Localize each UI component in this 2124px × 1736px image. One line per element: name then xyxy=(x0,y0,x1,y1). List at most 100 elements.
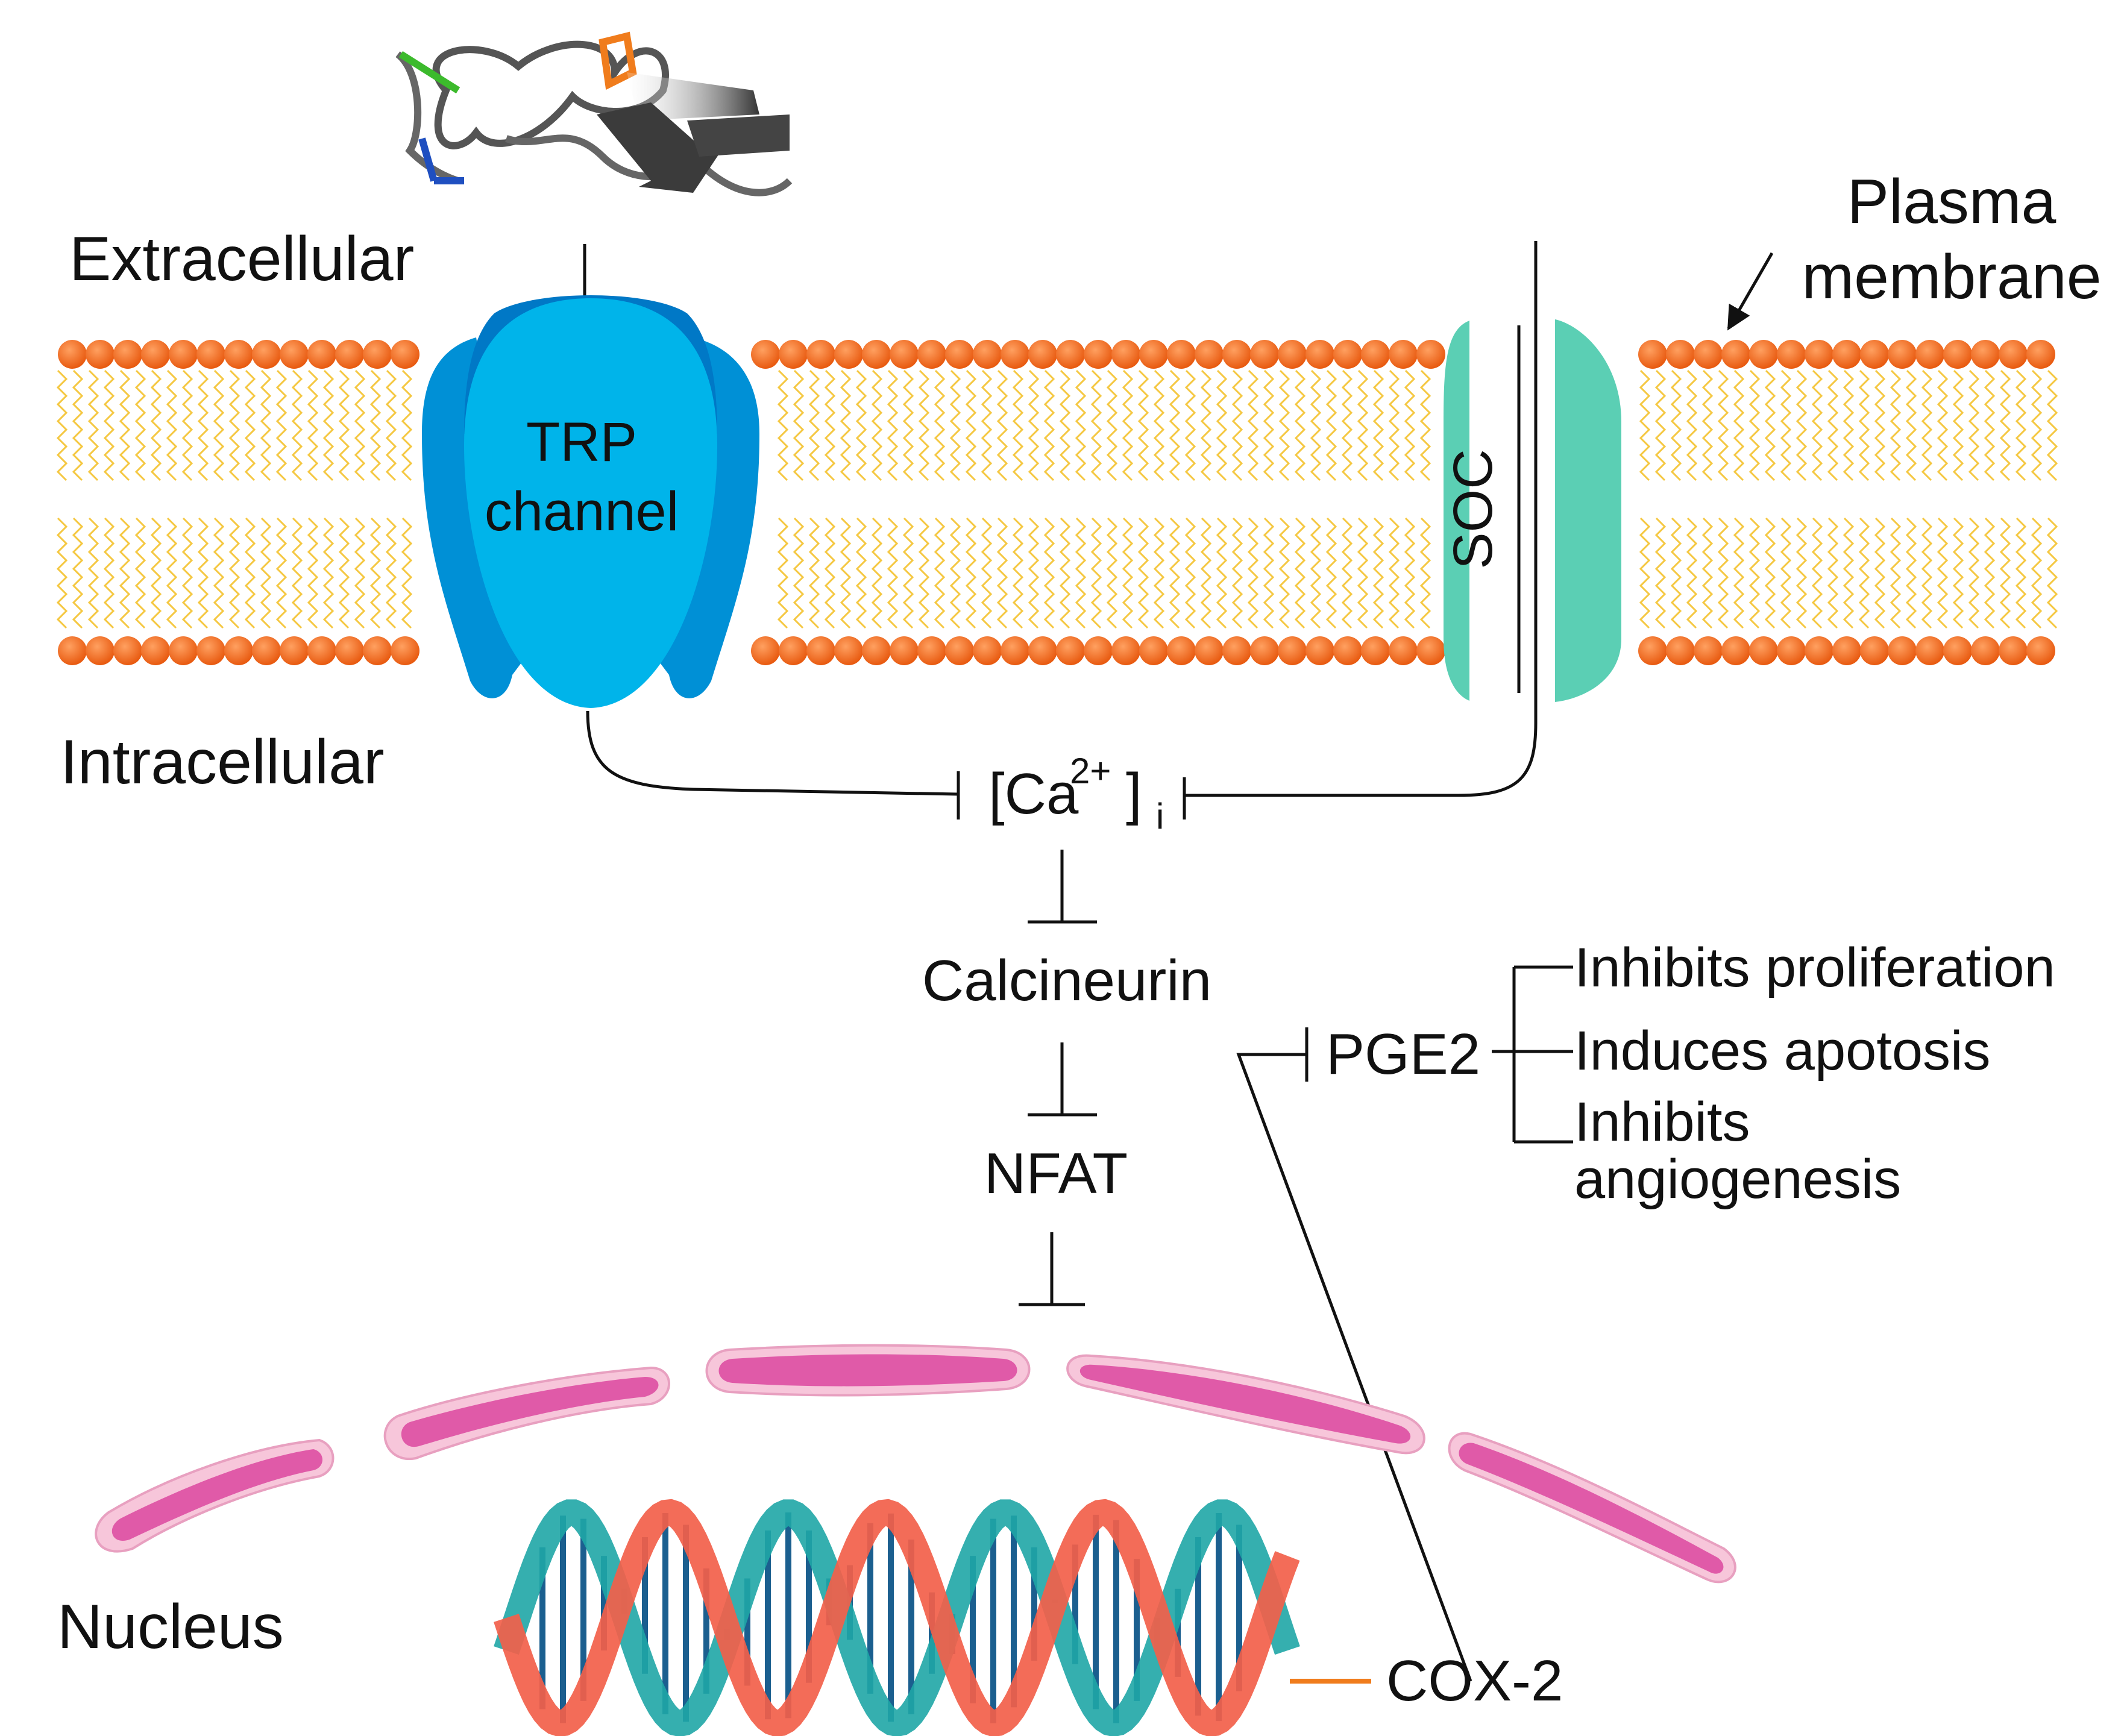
lipid-tail xyxy=(275,369,287,481)
lipid-tail xyxy=(1733,517,1745,629)
lipid-head xyxy=(280,636,309,665)
lipid-tail xyxy=(1858,369,1870,481)
lipid-tail xyxy=(855,517,867,629)
lipid-head xyxy=(1915,340,1944,369)
lipid-head xyxy=(307,636,336,665)
lipid-tail xyxy=(1984,517,1996,629)
lipid-tail xyxy=(181,517,193,629)
lipid-head xyxy=(1139,636,1168,665)
dna-strand-red xyxy=(494,1499,1300,1736)
lipid-head xyxy=(862,636,891,665)
lipid-tail xyxy=(2015,369,2027,481)
nuclear-envelope-segment xyxy=(1066,1354,1425,1455)
lipid-tail xyxy=(213,517,225,629)
lipid-tail xyxy=(1012,517,1024,629)
lipid-tail xyxy=(1090,369,1102,481)
lipid-tail xyxy=(808,517,820,629)
lipid-head xyxy=(1860,340,1889,369)
lipid-tail xyxy=(1874,517,1886,629)
lipid-tail xyxy=(1325,369,1337,481)
lipid-head xyxy=(86,636,115,665)
lipid-tail xyxy=(87,517,99,629)
calcium-open: [Ca xyxy=(988,762,1079,826)
lipid-head xyxy=(1999,636,2028,665)
lipid-tail xyxy=(260,369,272,481)
lipid-tail xyxy=(887,369,899,481)
lipid-tail xyxy=(808,369,820,481)
lipid-head xyxy=(141,340,170,369)
lipid-tail xyxy=(197,369,209,481)
lipid-head xyxy=(391,636,419,665)
lipid-tail xyxy=(72,369,84,481)
lipid-head xyxy=(945,636,974,665)
lipid-tail xyxy=(338,369,350,481)
lipid-tail xyxy=(181,369,193,481)
lipid-tail xyxy=(1075,517,1087,629)
lipid-tail xyxy=(1670,369,1682,481)
lipid-tail xyxy=(1764,369,1776,481)
lipid-tail xyxy=(1059,517,1071,629)
lipid-tail xyxy=(981,369,993,481)
lipid-head xyxy=(862,340,891,369)
lipid-tail xyxy=(1278,369,1290,481)
lipid-head xyxy=(1333,636,1362,665)
lipid-tail xyxy=(1278,517,1290,629)
dna-double-helix-icon xyxy=(494,1499,1300,1736)
lipid-tail xyxy=(1388,369,1400,481)
soc-label: SOC xyxy=(1442,449,1504,569)
lipid-head xyxy=(363,340,392,369)
lipid-head xyxy=(1195,636,1224,665)
lipid-head xyxy=(1222,340,1251,369)
lipid-head xyxy=(1805,340,1833,369)
lipid-head xyxy=(1028,636,1057,665)
lipid-tail xyxy=(824,517,836,629)
lipid-tail xyxy=(213,369,225,481)
lipid-tail xyxy=(1310,369,1322,481)
lipid-tail xyxy=(322,517,335,629)
lipid-tail xyxy=(996,369,1008,481)
lipid-tail xyxy=(1749,517,1761,629)
lipid-head xyxy=(169,340,198,369)
lipid-head xyxy=(1250,636,1279,665)
lipid-tail xyxy=(1796,517,1808,629)
lipid-tail xyxy=(1059,369,1071,481)
lipid-tail xyxy=(291,369,303,481)
lipid-head xyxy=(1361,340,1390,369)
lipid-tail xyxy=(1169,369,1181,481)
lipid-tail xyxy=(1294,517,1306,629)
lipid-tail xyxy=(1858,517,1870,629)
lipid-tail xyxy=(385,517,397,629)
lipid-tail xyxy=(197,517,209,629)
lipid-tail xyxy=(934,517,946,629)
lipid-tail xyxy=(949,369,961,481)
lipid-tail xyxy=(1827,369,1839,481)
lipid-head xyxy=(224,636,253,665)
lipid-tail xyxy=(291,517,303,629)
lipid-tail xyxy=(1717,369,1729,481)
lipid-tail xyxy=(1874,369,1886,481)
lipid-tail xyxy=(1137,369,1149,481)
soc-to-calcium-line xyxy=(1184,241,1538,797)
effect-inhibits-angiogenesis-line1: Inhibits xyxy=(1574,1091,1750,1153)
lipid-tail xyxy=(2046,369,2058,481)
lipid-tail xyxy=(1231,517,1243,629)
lipid-tail xyxy=(103,369,115,481)
nfat-label: NFAT xyxy=(984,1141,1128,1206)
lipid-head xyxy=(196,636,225,665)
lipid-tail xyxy=(1921,369,1933,481)
lipid-tail xyxy=(1247,517,1259,629)
cox2-label: COX-2 xyxy=(1386,1649,1563,1713)
lipid-head xyxy=(1250,340,1279,369)
lipid-tail xyxy=(1952,517,1964,629)
lipid-tail xyxy=(1357,517,1369,629)
lipid-head xyxy=(1139,340,1168,369)
lipid-head xyxy=(1333,340,1362,369)
lipid-head xyxy=(1805,636,1833,665)
lipid-head xyxy=(1389,636,1418,665)
lipid-tail xyxy=(1999,369,2011,481)
lipid-tail xyxy=(2046,517,2058,629)
lipid-tail xyxy=(1216,369,1228,481)
lipid-tail xyxy=(902,517,914,629)
lipid-head xyxy=(1749,636,1778,665)
